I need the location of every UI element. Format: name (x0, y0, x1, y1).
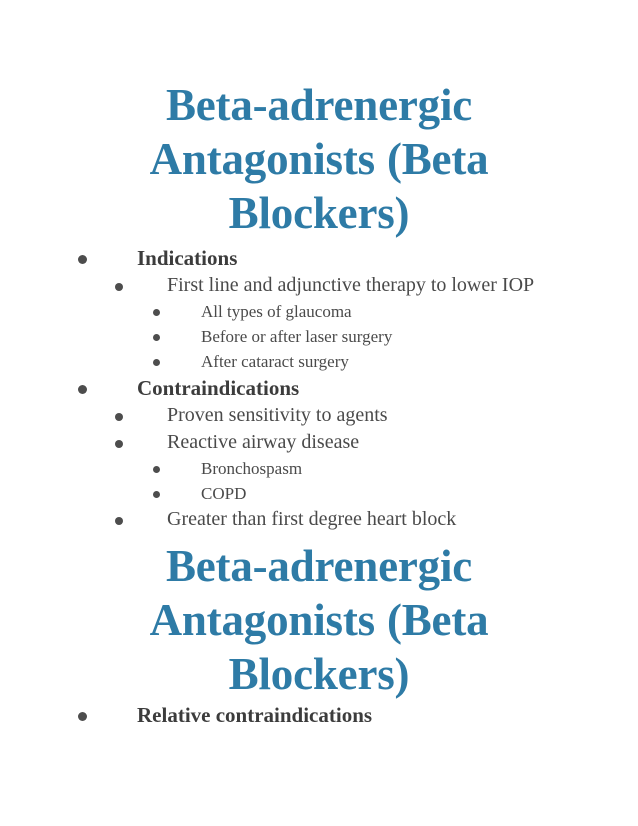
page-title: Beta-adrenergic Antagonists (Beta Blocke… (149, 541, 489, 699)
list-item-label: All types of glaucoma (201, 302, 352, 321)
list-item: Contraindications (0, 374, 638, 402)
bullet-icon (115, 413, 123, 421)
bullet-icon (115, 283, 123, 291)
list-item-label: Proven sensitivity to agents (167, 404, 388, 426)
slide-2-title-block: Beta-adrenergic Antagonists (Beta Blocke… (0, 533, 638, 701)
list-item: Reactive airway disease (0, 429, 638, 456)
list-item: After cataract surgery (0, 349, 638, 374)
list-item-label: Relative contraindications (137, 703, 373, 727)
bullet-icon (153, 334, 160, 341)
bullet-icon (153, 466, 160, 473)
bullet-icon (115, 517, 123, 525)
list-item: Proven sensitivity to agents (0, 402, 638, 429)
list-item: Indications (0, 244, 638, 272)
list-item-label: After cataract surgery (201, 352, 349, 371)
list-item-label: First line and adjunctive therapy to low… (167, 274, 535, 296)
slide-1-title-block: Beta-adrenergic Antagonists (Beta Blocke… (0, 0, 638, 240)
list-item-label: Bronchospasm (201, 459, 303, 478)
list-item: Before or after laser surgery (0, 324, 638, 349)
list-item: All types of glaucoma (0, 299, 638, 324)
bullet-icon (153, 309, 160, 316)
list-item-label: Contraindications (137, 376, 300, 400)
list-item: COPD (0, 481, 638, 506)
bullet-icon (153, 491, 160, 498)
list-item-label: Greater than first degree heart block (167, 508, 457, 530)
bullet-icon (153, 359, 160, 366)
bullet-icon (78, 712, 87, 721)
bullet-icon (115, 440, 123, 448)
list-item: Relative contraindications (0, 701, 638, 729)
list-item-label: COPD (201, 484, 247, 503)
list-item-label: Reactive airway disease (167, 431, 360, 453)
slide-1-outline: Indications First line and adjunctive th… (0, 244, 638, 533)
bullet-icon (78, 255, 87, 264)
list-item: First line and adjunctive therapy to low… (0, 272, 638, 299)
slide-2-outline: Relative contraindications (0, 701, 638, 729)
list-item: Greater than first degree heart block (0, 506, 638, 533)
list-item-label: Before or after laser surgery (201, 327, 393, 346)
page-title: Beta-adrenergic Antagonists (Beta Blocke… (149, 80, 489, 238)
list-item: Bronchospasm (0, 456, 638, 481)
list-item-label: Indications (137, 246, 238, 270)
bullet-icon (78, 385, 87, 394)
